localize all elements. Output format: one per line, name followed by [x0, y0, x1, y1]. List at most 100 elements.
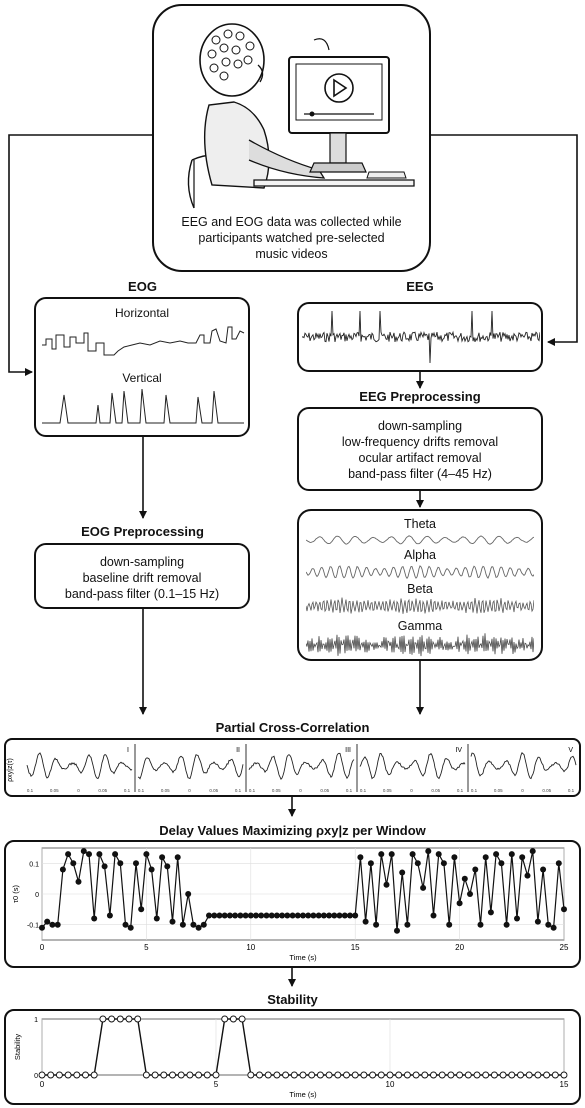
pcc-tick-label: 0	[77, 788, 80, 793]
pcc-tick-label: 0.05	[161, 788, 170, 793]
delay-point	[508, 851, 515, 858]
delay-point	[331, 912, 338, 919]
eog-title: EOG	[128, 279, 157, 294]
delay-point	[237, 912, 244, 919]
pcc-tick-label: 0.1	[124, 788, 131, 793]
stability-point	[282, 1071, 290, 1079]
delay-point	[315, 912, 322, 919]
band-alpha-trace	[306, 565, 534, 580]
pcc-tick-label: 0.05	[272, 788, 281, 793]
stability-point	[90, 1071, 98, 1079]
delay-point	[263, 912, 270, 919]
stability-point	[169, 1071, 176, 1079]
delay-point	[268, 912, 275, 919]
delay-point	[362, 918, 369, 925]
delay-xtick-label: 15	[351, 943, 360, 952]
pcc-window-trace	[470, 752, 577, 780]
delay-xtick-label: 0	[40, 943, 45, 952]
band-beta-trace	[306, 597, 534, 614]
delay-point	[451, 854, 458, 861]
stability-point	[430, 1071, 437, 1079]
delay-point	[101, 863, 108, 870]
pcc-window-label: II	[236, 747, 240, 754]
delay-point	[326, 912, 333, 919]
delay-point	[383, 881, 390, 888]
stability-point	[99, 1015, 107, 1023]
arrow-to-eog	[8, 134, 152, 376]
delay-point	[216, 912, 223, 919]
delay-point	[456, 900, 463, 907]
stability-point	[534, 1071, 542, 1079]
delay-point	[185, 891, 192, 897]
stability-point	[108, 1015, 116, 1023]
pcc-ylabel: ρxy|z(τ)	[7, 758, 14, 782]
delay-point	[347, 912, 353, 919]
stability-point	[212, 1071, 220, 1079]
stability-point	[229, 1015, 237, 1023]
stability-xtick-label: 15	[560, 1080, 569, 1089]
eog-step-1: down-sampling	[99, 555, 185, 569]
stability-xlabel: Time (s)	[289, 1090, 317, 1099]
delay-point	[503, 921, 510, 928]
eeg-title: EEG	[406, 279, 434, 294]
pcc-window-label: I	[127, 747, 129, 754]
stability-point	[73, 1071, 81, 1079]
delay-point	[70, 860, 77, 867]
delay-point	[404, 921, 411, 928]
delay-point	[44, 918, 51, 925]
pcc-tick-label: 0	[521, 788, 524, 793]
delay-point	[435, 851, 442, 858]
delay-point	[534, 918, 541, 925]
delay-point	[179, 921, 186, 928]
pcc-tick-label: 0.05	[320, 788, 329, 793]
stability-point	[334, 1071, 342, 1079]
pcc-window-trace	[26, 752, 133, 780]
arrow-to-eeg	[431, 134, 578, 346]
eog-signal-box: Horizontal Vertical	[34, 297, 250, 437]
stability-point	[543, 1071, 551, 1079]
stability-point	[525, 1071, 533, 1079]
pcc-tick-label: 0.1	[138, 788, 145, 793]
stability-point	[256, 1071, 263, 1079]
eeg-preprocessing-box: down-sampling low-frequency drifts remov…	[297, 407, 543, 491]
delay-point	[373, 921, 380, 928]
stability-point	[47, 1071, 55, 1079]
delay-point	[253, 912, 259, 919]
delay-point	[336, 912, 343, 919]
pcc-tick-label: 0.1	[249, 788, 256, 793]
delay-point	[148, 866, 155, 873]
stability-point	[412, 1071, 420, 1079]
delay-point	[420, 884, 427, 891]
pcc-tick-label: 0.05	[494, 788, 503, 793]
stability-point	[351, 1071, 359, 1079]
delay-point	[357, 854, 364, 861]
pcc-windows: ρxy|z(τ) I 0.1 0.05 0 0.05 0.1 II 0.1 0.05 0 0.05 0…	[7, 744, 577, 793]
eog-preprocessing-box: down-sampling baseline drift removal ban…	[34, 543, 250, 609]
band-gamma-label: Gamma	[397, 619, 443, 633]
band-alpha-label: Alpha	[404, 548, 436, 562]
delay-point	[133, 860, 139, 867]
delay-point	[399, 869, 406, 876]
stability-point	[421, 1071, 429, 1079]
delay-point	[487, 909, 494, 916]
stability-point	[490, 1071, 498, 1079]
eog-step-2: baseline drift removal	[82, 571, 202, 585]
eeg-step-1: down-sampling	[377, 419, 463, 433]
delay-ytick-label: 0.1	[29, 861, 39, 868]
delay-xtick-label: 10	[246, 943, 255, 952]
stability-xtick-label: 10	[386, 1080, 395, 1089]
stability-point	[142, 1071, 150, 1079]
stability-point	[508, 1071, 516, 1079]
stability-point	[360, 1071, 368, 1079]
stability-point	[134, 1015, 142, 1023]
delay-point	[305, 912, 312, 919]
participant-illustration	[187, 23, 415, 209]
pcc-tick-label: 0.05	[383, 788, 392, 793]
stability-point	[482, 1071, 490, 1079]
stability-point	[160, 1071, 168, 1079]
delay-point	[247, 912, 254, 919]
